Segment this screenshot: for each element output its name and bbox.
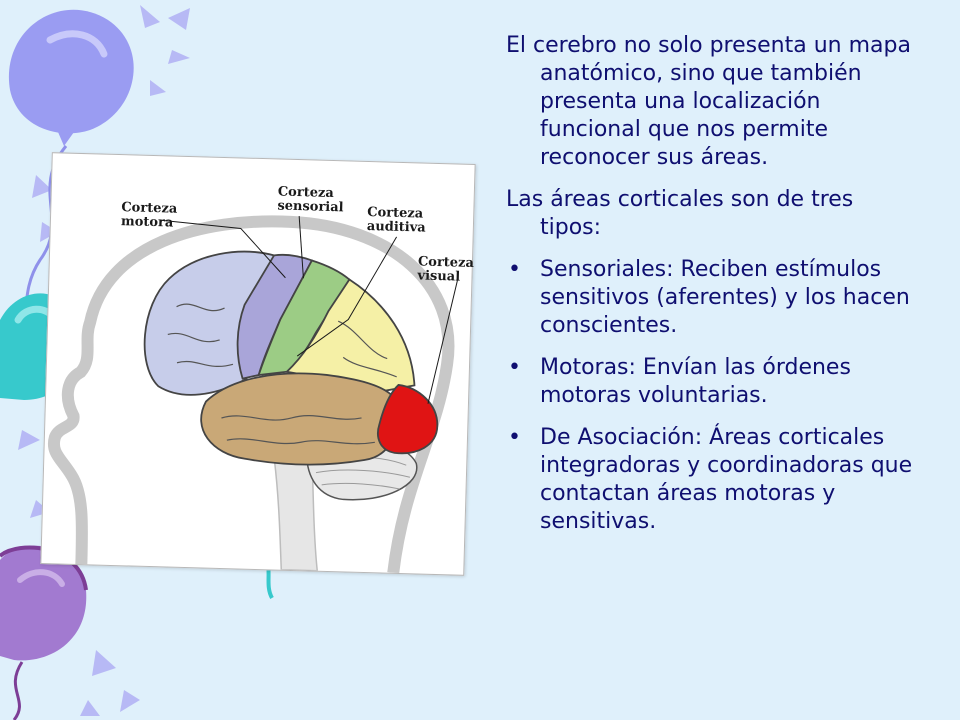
bullet-icon: •	[508, 425, 521, 450]
bullet-sensoriales: • Sensoriales: Reciben estímulos sensiti…	[506, 256, 916, 340]
temporal-lobe	[200, 372, 401, 466]
bullet-list: • Sensoriales: Reciben estímulos sensiti…	[506, 256, 916, 536]
bullet-text: De Asociación: Áreas corticales integrad…	[540, 425, 913, 534]
visual-cortex	[377, 383, 439, 455]
bullet-icon: •	[508, 355, 521, 380]
slide-text: El cerebro no solo presenta un mapa anat…	[506, 32, 916, 550]
brainstem	[273, 458, 319, 572]
bullet-text: Sensoriales: Reciben estímulos sensitivo…	[540, 257, 910, 338]
subtitle-paragraph: Las áreas corticales son de tres tipos:	[506, 187, 854, 240]
bullet-asociacion: • De Asociación: Áreas corticales integr…	[506, 424, 916, 536]
bullet-motoras: • Motoras: Envían las órdenes motoras vo…	[506, 354, 916, 410]
brain-illustration	[47, 215, 458, 574]
head-outline	[47, 215, 455, 574]
bullet-text: Motoras: Envían las órdenes motoras volu…	[540, 355, 851, 408]
purple-balloon	[0, 545, 88, 720]
confetti	[18, 5, 190, 716]
bullet-icon: •	[508, 257, 521, 282]
intro-paragraph: El cerebro no solo presenta un mapa anat…	[506, 33, 911, 170]
